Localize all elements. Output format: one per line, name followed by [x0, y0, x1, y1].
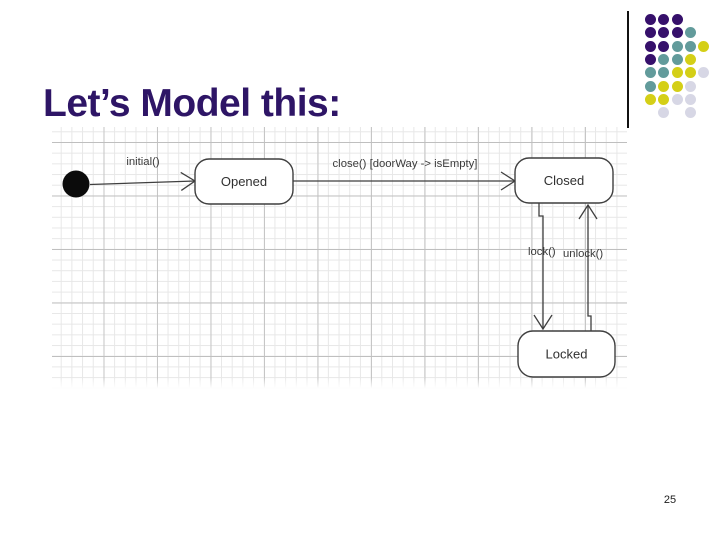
state-closed: [514, 157, 614, 204]
transition-label-close: close() [doorWay -> isEmpty]: [333, 158, 478, 170]
transition-unlock-edge: [588, 205, 591, 331]
transition-label-unlock: unlock(): [563, 248, 603, 260]
transition-label-initial: initial(): [126, 156, 160, 168]
deco-dot: [684, 53, 696, 65]
deco-dot: [671, 80, 683, 92]
deco-dot: [658, 53, 670, 65]
slide-title: Let’s Model this:: [43, 82, 341, 126]
deco-dot: [645, 40, 656, 52]
deco-dot: [645, 80, 656, 92]
state-label-locked: Locked: [546, 347, 588, 362]
transition-label-lock: lock(): [528, 246, 556, 258]
page-number: 25: [663, 494, 677, 506]
deco-dot: [671, 40, 683, 52]
decorative-divider-line: [627, 11, 629, 128]
deco-dot: [658, 27, 670, 39]
deco-dot: [645, 53, 656, 65]
transition-initial-edge: [89, 181, 195, 185]
deco-dot: [645, 14, 656, 25]
state-label-opened: Opened: [221, 174, 267, 189]
deco-dot: [684, 80, 696, 92]
deco-dot: [658, 14, 670, 25]
deco-dot: [684, 93, 696, 105]
deco-dot: [658, 67, 670, 79]
state-locked: [517, 330, 616, 378]
state-opened: [194, 158, 294, 205]
deco-dot: [684, 27, 696, 39]
deco-dot: [671, 27, 683, 39]
deco-dot: [698, 40, 710, 52]
initial-state-dot: [62, 170, 90, 198]
deco-dot: [671, 14, 683, 25]
deco-dot: [698, 67, 710, 79]
deco-dot: [658, 107, 670, 119]
deco-dot: [658, 40, 670, 52]
state-label-closed: Closed: [544, 173, 584, 188]
deco-dot: [671, 53, 683, 65]
deco-dot: [671, 93, 683, 105]
deco-dot: [684, 67, 696, 79]
deco-dot: [645, 27, 656, 39]
deco-dot: [645, 67, 656, 79]
transition-lock-edge: [539, 203, 543, 329]
deco-dot: [684, 107, 696, 119]
deco-dot: [645, 93, 656, 105]
deco-dot: [658, 93, 670, 105]
deco-dot: [658, 80, 670, 92]
deco-dot: [671, 67, 683, 79]
deco-dot: [684, 40, 696, 52]
